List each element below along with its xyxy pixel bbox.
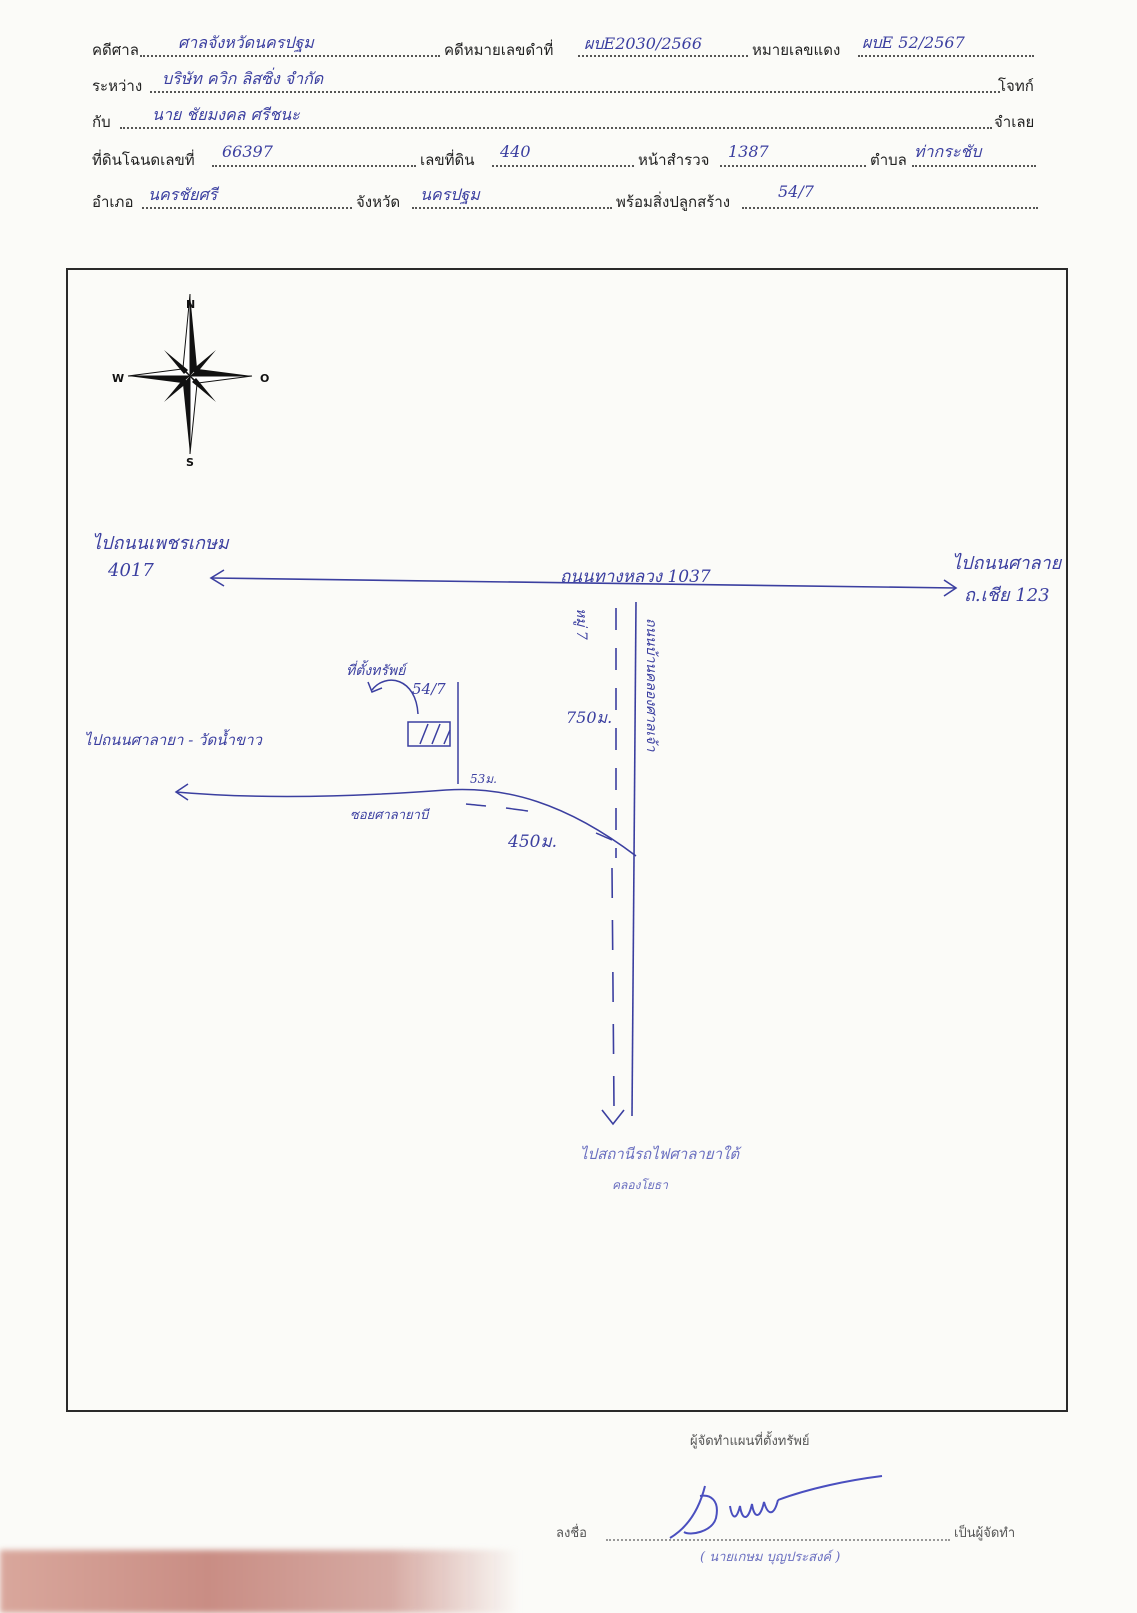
between-label: ระหว่าง: [92, 77, 143, 95]
village-no-label: หมู่ 7: [573, 608, 589, 640]
east-road-no: ถ.เชีย 123: [964, 585, 1050, 606]
main-road-label: ถนนทางหลวง 1037: [560, 567, 711, 587]
compass-n: N: [186, 298, 195, 311]
province-value: นครปฐม: [420, 185, 480, 204]
side-road: [601, 601, 637, 1126]
map-frame: [66, 268, 1068, 1412]
south-dest-1: ไปสถานีรถไฟศาลายาใต้: [580, 1145, 740, 1163]
role-suffix: เป็นผู้จัดทำ: [954, 1526, 1016, 1541]
dotted-line: [140, 54, 440, 57]
dotted-line: [912, 164, 1036, 167]
district-label: อำเภอ: [92, 193, 134, 211]
signature-icon: [669, 1475, 883, 1539]
court-value: ศาลจังหวัดนครปฐม: [178, 33, 314, 52]
west-road-no: 4017: [108, 560, 154, 581]
building-value: 54/7: [778, 182, 814, 201]
compass-s: S: [186, 456, 194, 469]
land-no-label: เลขที่ดิน: [420, 151, 475, 169]
dotted-line: [150, 90, 1000, 93]
dotted-line: [858, 54, 1034, 57]
west-road-dest: ไปถนนเพชรเกษม: [92, 533, 229, 554]
page-edge-shadow: [0, 1550, 520, 1613]
compass-w: W: [112, 372, 124, 385]
red-case-value: ผบE 52/2567: [862, 33, 965, 52]
survey-value: 1387: [728, 142, 769, 161]
mapper-title: ผู้จัดทำแผนที่ตั้งทรัพย์: [690, 1434, 810, 1449]
signer-name: ( นายเกษม บุญประสงค์ ): [700, 1550, 841, 1565]
black-case-value: ผบE2030/2566: [584, 34, 703, 53]
signature-line: [606, 1538, 950, 1541]
sign-label: ลงชื่อ: [556, 1526, 587, 1541]
dotted-line: [742, 206, 1038, 209]
plaintiff-role: โจทก์: [998, 77, 1034, 95]
south-dest-2: คลองโยธา: [612, 1178, 668, 1192]
deed-value: 66397: [222, 142, 273, 161]
dotted-line: [412, 206, 612, 209]
land-no-value: 440: [500, 142, 531, 161]
black-case-label: คดีหมายเลขดำที่: [444, 41, 554, 59]
side-road-label: ถนนบ้านคลองศาลเจ้า: [643, 618, 659, 752]
distance-soi: 450ม.: [508, 832, 558, 852]
dotted-line: [720, 164, 866, 167]
building-label: พร้อมสิ่งปลูกสร้าง: [616, 193, 731, 211]
with-label: กับ: [92, 113, 111, 131]
location-map: N S W O: [112, 293, 958, 1126]
soi-label: ซอยศาลายาบี: [350, 808, 429, 823]
plaintiff-value: บริษัท ควิก ลิสซิ่ง จำกัด: [162, 69, 324, 88]
subdistrict-value: ท่ากระชับ: [914, 142, 982, 161]
dotted-line: [212, 164, 416, 167]
subdistrict-label: ตำบล: [870, 151, 907, 169]
property-label: ที่ตั้งทรัพย์: [346, 663, 406, 679]
dotted-line: [120, 126, 992, 129]
survey-label: หน้าสำรวจ: [638, 151, 710, 169]
east-road-dest: ไปถนนศาลาย: [952, 553, 1062, 574]
district-value: นครชัยศรี: [148, 185, 218, 204]
dotted-line: [142, 206, 352, 209]
distance-vertical: 750ม.: [566, 708, 613, 727]
court-label: คดีศาล: [92, 41, 139, 59]
red-case-label: หมายเลขแดง: [752, 41, 841, 59]
west-lane: [174, 783, 637, 857]
main-road: [209, 569, 958, 597]
province-label: จังหวัด: [356, 193, 401, 211]
compass-rose-icon: [127, 293, 253, 455]
deed-label: ที่ดินโฉนดเลขที่: [92, 151, 195, 169]
defendant-value: นาย ชัยมงคล ศรีชนะ: [152, 105, 300, 124]
dotted-line: [492, 164, 634, 167]
compass-e: O: [260, 372, 269, 385]
house-no-label: 54/7: [412, 680, 446, 698]
defendant-role: จำเลย: [994, 113, 1035, 131]
west-lane-dest: ไปถนนศาลายา - วัดน้ำขาว: [84, 731, 262, 749]
property-building-icon: [367, 679, 459, 784]
width-label: 53ม.: [470, 772, 497, 786]
dotted-line: [578, 54, 748, 57]
